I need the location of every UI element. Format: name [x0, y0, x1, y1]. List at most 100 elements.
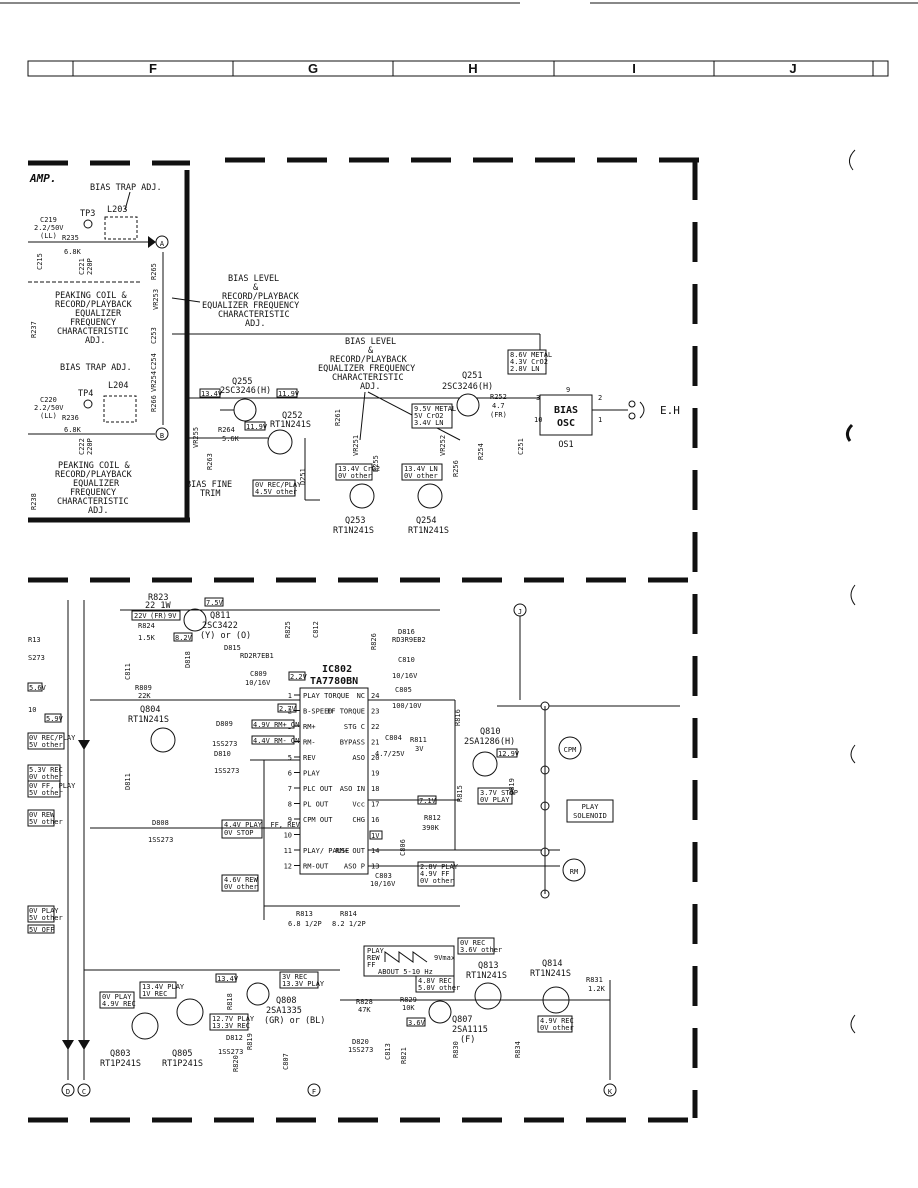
svg-text:13.3V REC: 13.3V REC	[212, 1022, 250, 1030]
svg-text:0V PLAY: 0V PLAY	[102, 993, 132, 1001]
svg-text:BIAS LEVEL: BIAS LEVEL	[228, 274, 279, 284]
svg-text:D815: D815	[224, 644, 241, 652]
svg-text:Q811: Q811	[210, 611, 230, 621]
ic-pin-label: ASO IN	[340, 785, 365, 793]
svg-text:(LL): (LL)	[40, 232, 57, 240]
bias-level-note-1: BIAS LEVEL & RECORD/PLAYBACK EQUALIZER F…	[171, 274, 541, 350]
svg-text:R825: R825	[284, 621, 292, 638]
svg-text:R815: R815	[456, 785, 464, 802]
svg-text:F: F	[312, 1088, 316, 1096]
svg-text:13.4V LN: 13.4V LN	[404, 465, 438, 473]
svg-text:C807: C807	[282, 1053, 290, 1070]
svg-text:C221: C221	[78, 258, 86, 275]
ic-pin-label: BYPASS	[340, 739, 365, 747]
ic-pin-number: 7	[288, 785, 292, 793]
q253-q254-transistors: R261 VR251 R255 VR252 R256 13.4V CrO2 0V…	[305, 409, 460, 536]
svg-text:D816: D816	[398, 628, 415, 636]
svg-text:7.5V: 7.5V	[206, 599, 224, 607]
ic-pin-label: ASO P	[344, 863, 365, 871]
svg-text:Q252: Q252	[282, 411, 302, 421]
grid-col-f: F	[149, 61, 157, 76]
grid-col-i: I	[632, 61, 636, 76]
svg-text:E.H: E.H	[660, 404, 680, 417]
q252-transistor: Q252 RT1N241S R264 5.6K VR255 R263 BIAS …	[186, 411, 311, 500]
svg-text:CHARACTERISTIC: CHARACTERISTIC	[218, 310, 290, 320]
svg-text:R820: R820	[232, 1055, 240, 1072]
svg-text:R812: R812	[424, 814, 441, 822]
ic-pin-number: 9	[288, 816, 292, 824]
svg-text:13.3V PLAY: 13.3V PLAY	[282, 980, 325, 988]
connector-b	[155, 427, 169, 441]
svg-text:ABOUT 5-10 Hz: ABOUT 5-10 Hz	[378, 968, 433, 976]
l203-coil	[104, 216, 138, 240]
svg-text:0V REC/PLAY: 0V REC/PLAY	[255, 481, 302, 489]
ic-pin-number: 6	[288, 770, 292, 778]
svg-text:10/16V: 10/16V	[245, 679, 271, 687]
svg-text:4.9V REC: 4.9V REC	[102, 1000, 136, 1008]
svg-text:C219: C219	[40, 216, 57, 224]
svg-text:7.1V: 7.1V	[419, 797, 437, 805]
svg-text:1.2K: 1.2K	[588, 985, 606, 993]
svg-text:0V STOP: 0V STOP	[224, 829, 254, 837]
svg-text:C253: C253	[150, 327, 158, 344]
ic-pin-number: 2	[288, 708, 292, 716]
svg-text:PEAKING COIL &: PEAKING COIL &	[55, 291, 128, 301]
svg-text:R236: R236	[62, 414, 79, 422]
svg-text:10/16V: 10/16V	[392, 672, 418, 680]
ic-pin-number: 20	[371, 754, 379, 762]
ic-pin-number: 8	[288, 801, 292, 809]
svg-text:VR253: VR253	[152, 289, 160, 310]
ic-pin-label: B-SPEED	[303, 708, 333, 716]
svg-text:3.6V: 3.6V	[408, 1019, 426, 1027]
svg-text:R263: R263	[206, 453, 214, 470]
channel-1-trap: BIAS TRAP ADJ. TP3 L203 C219 2.2/50V (LL…	[28, 183, 169, 283]
svg-text:R256: R256	[452, 460, 460, 477]
svg-text:RT1N241S: RT1N241S	[128, 715, 169, 725]
svg-text:0V PLAY: 0V PLAY	[29, 907, 59, 915]
svg-text:R261: R261	[334, 409, 342, 426]
svg-text:10K: 10K	[402, 1004, 415, 1012]
ic-pin-label: PLAY/ PAUSE	[303, 847, 349, 855]
svg-text:220P: 220P	[86, 258, 94, 275]
ic-pin-number: 1	[288, 692, 292, 700]
svg-text:C803: C803	[375, 872, 392, 880]
svg-text:9.5V METAL: 9.5V METAL	[414, 405, 456, 413]
svg-text:12.9V: 12.9V	[498, 750, 520, 758]
svg-text:R828: R828	[356, 998, 373, 1006]
svg-text:D819: D819	[508, 778, 516, 795]
svg-text:RT1N241S: RT1N241S	[270, 420, 311, 430]
ic-pin-number: 18	[371, 785, 379, 793]
svg-text:4.8V REC: 4.8V REC	[418, 977, 452, 985]
svg-text:C811: C811	[124, 663, 132, 680]
svg-text:RD3R9EB2: RD3R9EB2	[392, 636, 426, 644]
left-voltage-boxes: R13 S273 5.6V 10 5.9V 0V REC/PLAY 5V oth…	[27, 600, 91, 1097]
svg-text:6.8 1/2P: 6.8 1/2P	[288, 920, 322, 928]
svg-text:R811: R811	[410, 736, 427, 744]
svg-text:22 1W: 22 1W	[145, 601, 171, 611]
svg-text:C809: C809	[250, 670, 267, 678]
svg-text:&: &	[368, 346, 374, 356]
svg-text:R266: R266	[150, 395, 158, 412]
ic802-periphery: C805 100/10V C804 4.7/25V R811 3V 1V 7.1…	[368, 686, 560, 888]
svg-text:RECORD/PLAYBACK: RECORD/PLAYBACK	[55, 300, 133, 310]
svg-text:RECORD/PLAYBACK: RECORD/PLAYBACK	[330, 355, 408, 365]
svg-text:C220: C220	[40, 396, 57, 404]
ic-pin-label: Vcc	[352, 801, 365, 809]
svg-text:R13: R13	[28, 636, 41, 644]
svg-text:2: 2	[598, 394, 602, 402]
svg-text:ADJ.: ADJ.	[360, 382, 380, 392]
svg-text:13.4V: 13.4V	[201, 390, 223, 398]
svg-text:1.5K: 1.5K	[138, 634, 156, 642]
svg-text:C805: C805	[395, 686, 412, 694]
svg-text:Q804: Q804	[140, 705, 160, 715]
svg-text:13.4V: 13.4V	[217, 975, 239, 983]
svg-text:(GR) or (BL): (GR) or (BL)	[264, 1016, 325, 1026]
svg-text:R813: R813	[296, 910, 313, 918]
svg-text:13.4V CrO2: 13.4V CrO2	[338, 465, 380, 473]
svg-text:5V OFF: 5V OFF	[29, 926, 54, 934]
q251-oscillator: 9.5V METAL 5V CrO2 3.4V LN R254 Q251 2SC…	[411, 349, 680, 460]
svg-text:2.2/50V: 2.2/50V	[34, 404, 64, 412]
ic-pin-number: 10	[284, 832, 292, 840]
svg-text:2SC3422: 2SC3422	[202, 621, 238, 631]
